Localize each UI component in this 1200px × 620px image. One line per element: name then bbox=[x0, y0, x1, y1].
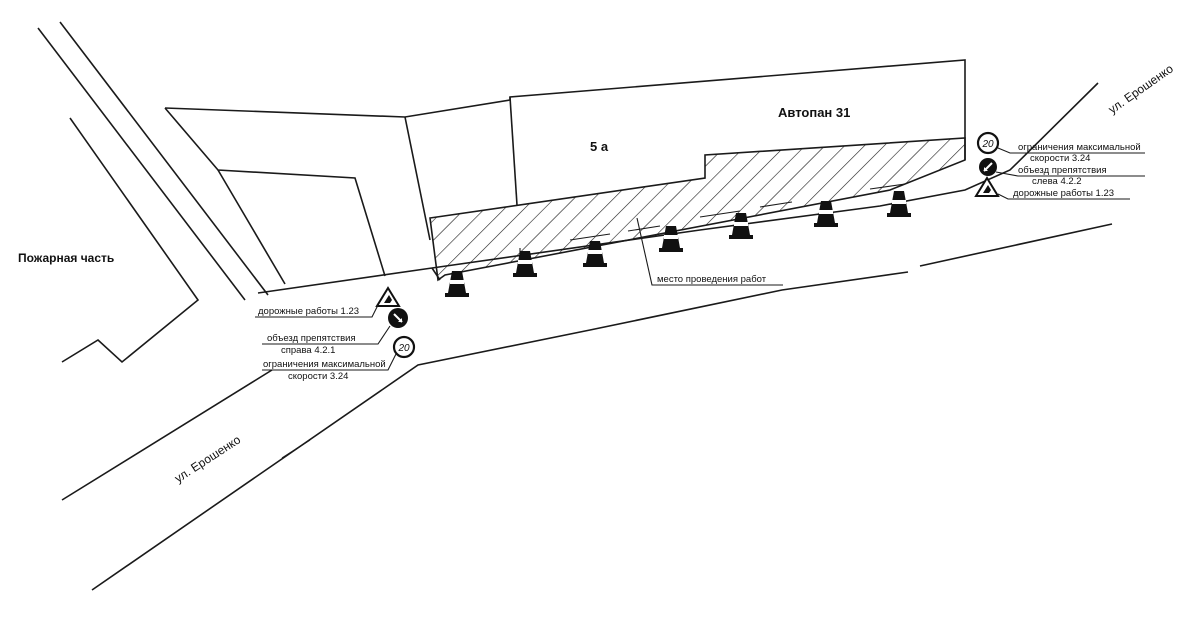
traffic-cone-icon bbox=[887, 191, 911, 217]
right-speed-label-1: ограничения максимальной bbox=[1018, 142, 1141, 153]
left-speed-label-1: ограничения максимальной bbox=[263, 359, 386, 370]
traffic-cone-icon bbox=[729, 213, 753, 239]
speed-limit-sign-icon: 20 bbox=[976, 131, 1000, 155]
building-number-label: 5 а bbox=[590, 139, 609, 154]
left-speed-label-2: скорости 3.24 bbox=[288, 371, 348, 382]
right-sign-group: 20 ограничения максимальной скорости 3.2… bbox=[974, 131, 1145, 200]
building-name-label: Автопан 31 bbox=[778, 105, 850, 120]
traffic-cone-icon bbox=[814, 201, 838, 227]
right-detour-label-1: объезд препятствия bbox=[1018, 165, 1107, 176]
detour-left-sign-icon bbox=[979, 158, 997, 176]
road-works-sign-icon bbox=[974, 176, 1000, 197]
right-speed-value: 20 bbox=[981, 139, 994, 150]
main-road bbox=[61, 82, 1113, 591]
traffic-cones bbox=[445, 191, 911, 297]
speed-limit-sign-icon: 20 bbox=[392, 335, 416, 359]
left-detour-label-1: объезд препятствия bbox=[267, 333, 356, 344]
work-area-leader bbox=[636, 217, 783, 286]
right-speed-label-2: скорости 3.24 bbox=[1030, 153, 1090, 164]
fire-station-label: Пожарная часть bbox=[18, 251, 114, 265]
left-road-works-label: дорожные работы 1.23 bbox=[258, 306, 359, 317]
right-detour-label-2: слева 4.2.2 bbox=[1032, 176, 1082, 187]
road-works-sign-icon bbox=[375, 286, 401, 307]
traffic-cone-icon bbox=[659, 226, 683, 252]
left-sign-group: дорожные работы 1.23 объезд препятствия … bbox=[255, 286, 416, 382]
traffic-cone-icon bbox=[513, 251, 537, 277]
left-detour-label-2: справа 4.2.1 bbox=[281, 345, 335, 356]
traffic-cone-icon bbox=[583, 241, 607, 267]
street-label-top: ул. Ерошенко bbox=[1106, 61, 1176, 116]
building-outline bbox=[164, 59, 966, 285]
side-road bbox=[37, 21, 269, 301]
right-road-works-label: дорожные работы 1.23 bbox=[1013, 188, 1114, 199]
street-label-bottom: ул. Ерошенко bbox=[172, 432, 243, 485]
left-speed-value: 20 bbox=[397, 343, 410, 354]
detour-right-sign-icon bbox=[388, 308, 408, 328]
work-area-label: место проведения работ bbox=[657, 274, 767, 285]
fire-station-outline bbox=[61, 117, 200, 364]
traffic-cone-icon bbox=[445, 271, 469, 297]
